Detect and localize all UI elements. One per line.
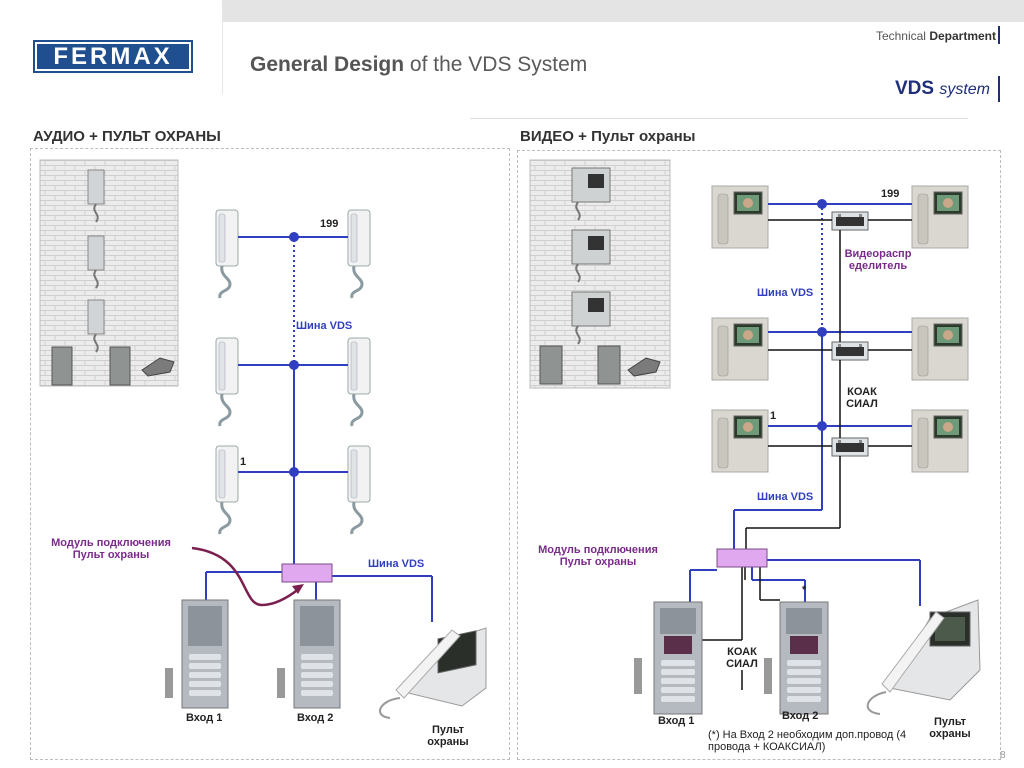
right-module-line2: Пульт охраны [559, 556, 637, 568]
right-console-line2: охраны [929, 728, 971, 740]
vds-system-label: VDS system [895, 78, 990, 100]
right-coax-lower-line1: КОАК [727, 646, 757, 658]
right-coax-upper-label: КОАК СИАЛ [842, 386, 882, 410]
right-bus-lower-label: Шина VDS [757, 491, 814, 503]
right-module-line1: Модуль подключения [538, 544, 658, 556]
right-coax-lower-line2: СИАЛ [726, 658, 758, 670]
vds-bold: VDS [894, 78, 935, 99]
left-module-line1: Модуль подключения [51, 537, 171, 549]
right-label-199: 199 [881, 188, 900, 200]
divider-bar-top [998, 26, 1000, 44]
right-coax-upper-line1: КОАК [847, 386, 877, 398]
right-label-1: 1 [770, 410, 777, 422]
left-console-label: Пульт охраны [418, 724, 478, 748]
asterisk-mark: * [802, 584, 807, 596]
footnote-line2: провода + КОАКСИАЛ) [708, 741, 826, 753]
department-label: Technical Department [876, 29, 996, 43]
right-section-title: ВИДЕО + Пульт охраны [520, 128, 696, 145]
header-rule [470, 118, 968, 119]
fermax-logo: FERMAX [33, 40, 193, 73]
left-module-line2: Пульт охраны [72, 549, 150, 561]
left-label-1: 1 [240, 456, 247, 468]
footnote: (*) На Вход 2 необходим доп.провод (4 пр… [708, 729, 928, 753]
right-module-label: Модуль подключения Пульт охраны [523, 544, 673, 568]
title-bold: General Design [250, 53, 405, 76]
splitter-line1: Видеораспр [844, 248, 912, 260]
department-light: Technical [875, 29, 926, 43]
left-bus-lower-label: Шина VDS [368, 558, 425, 570]
splitter-label: Видеораспр еделитель [836, 248, 920, 272]
right-coax-lower-label: КОАК СИАЛ [722, 646, 762, 670]
page-title: General Design of the VDS System [250, 53, 587, 77]
splitter-line2: еделитель [848, 260, 908, 272]
right-coax-upper-line2: СИАЛ [846, 398, 878, 410]
left-module-label: Модуль подключения Пульт охраны [36, 537, 186, 561]
right-entry2-label: Вход 2 [782, 710, 819, 722]
left-section-title: АУДИО + ПУЛЬТ ОХРАНЫ [33, 128, 221, 145]
page-number: 8 [1000, 750, 1006, 761]
top-bar [222, 0, 1024, 22]
footnote-line1: (*) На Вход 2 необходим доп.провод (4 [708, 729, 907, 741]
vds-italic: system [939, 81, 990, 98]
left-entry1-label: Вход 1 [186, 712, 223, 724]
title-rest: of the VDS System [404, 53, 588, 76]
left-bus-upper-label: Шина VDS [296, 320, 353, 332]
right-console-line1: Пульт [933, 716, 967, 728]
audio-panel [30, 148, 510, 760]
video-panel [517, 150, 1001, 760]
right-entry1-label: Вход 1 [658, 715, 695, 727]
right-bus-upper-label: Шина VDS [757, 287, 814, 299]
right-console-label: Пульт охраны [920, 716, 980, 740]
left-entry2-label: Вход 2 [297, 712, 334, 724]
department-bold: Department [929, 29, 996, 43]
left-console-line2: охраны [427, 736, 469, 748]
divider-bar-vds [998, 76, 1000, 102]
left-console-line1: Пульт [431, 724, 465, 736]
left-label-199: 199 [320, 218, 339, 230]
